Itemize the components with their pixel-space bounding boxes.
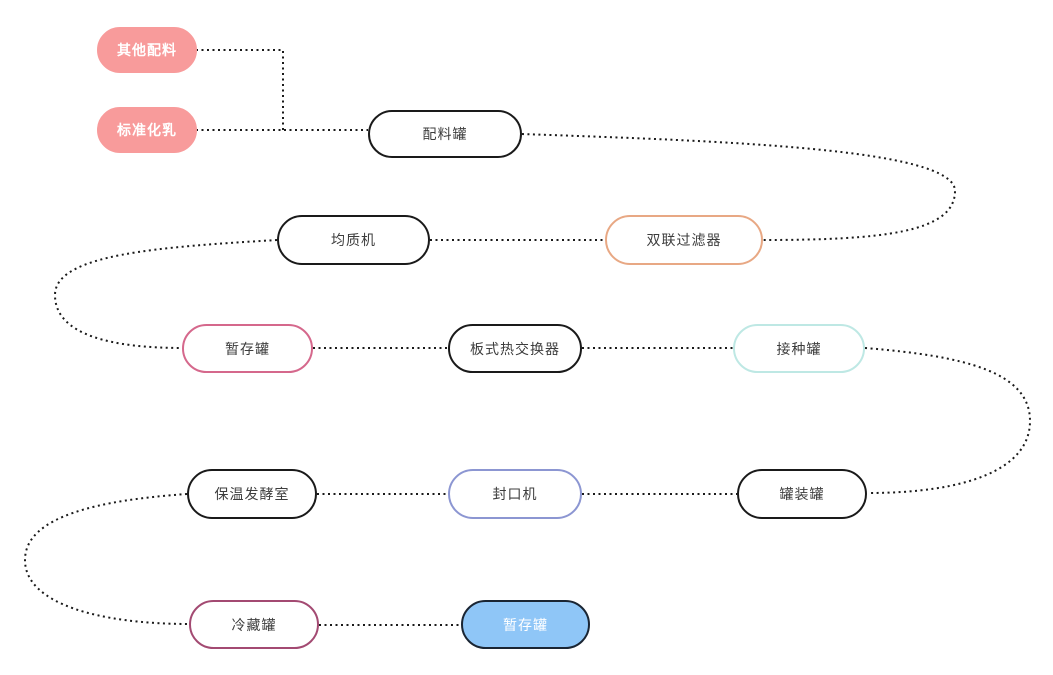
node-label: 配料罐 bbox=[422, 126, 468, 142]
node-label: 罐装罐 bbox=[779, 486, 825, 502]
node-label: 接种罐 bbox=[776, 340, 822, 357]
connector-other-ingredients-to-junction bbox=[196, 49, 284, 130]
node-cold-storage-tank[interactable]: 冷藏罐 bbox=[189, 600, 319, 649]
node-label: 其他配料 bbox=[117, 42, 177, 58]
node-label: 冷藏罐 bbox=[231, 616, 277, 633]
node-buffer-tank-2[interactable]: 暂存罐 bbox=[461, 600, 590, 649]
node-batching-tank[interactable]: 配料罐 bbox=[368, 110, 522, 158]
connector-inoculation-tank-to-filling-tank bbox=[864, 347, 1032, 494]
node-sealing-machine[interactable]: 封口机 bbox=[448, 469, 582, 519]
connector-fermentation-room-to-cold-storage-tank bbox=[23, 493, 190, 625]
node-filling-tank[interactable]: 罐装罐 bbox=[737, 469, 867, 519]
node-plate-heat-exchanger[interactable]: 板式热交换器 bbox=[448, 324, 582, 373]
node-homogenizer[interactable]: 均质机 bbox=[277, 215, 430, 265]
node-label: 保温发酵室 bbox=[214, 486, 290, 502]
node-fermentation-room[interactable]: 保温发酵室 bbox=[187, 469, 317, 519]
node-duplex-filter[interactable]: 双联过滤器 bbox=[605, 215, 763, 265]
node-label: 暂存罐 bbox=[503, 616, 548, 633]
node-inoculation-tank[interactable]: 接种罐 bbox=[733, 324, 865, 373]
node-label: 均质机 bbox=[331, 232, 376, 248]
node-label: 板式热交换器 bbox=[470, 340, 560, 357]
connector-homogenizer-to-buffer-tank-1 bbox=[53, 239, 278, 349]
node-label: 暂存罐 bbox=[225, 340, 270, 357]
node-label: 封口机 bbox=[492, 486, 538, 502]
connector-batching-tank-to-duplex-filter bbox=[521, 133, 957, 241]
node-label: 标准化乳 bbox=[117, 122, 177, 138]
node-buffer-tank-1[interactable]: 暂存罐 bbox=[182, 324, 313, 373]
node-other-ingredients[interactable]: 其他配料 bbox=[97, 27, 197, 73]
node-standardized-milk[interactable]: 标准化乳 bbox=[97, 107, 197, 153]
node-label: 双联过滤器 bbox=[646, 232, 722, 248]
